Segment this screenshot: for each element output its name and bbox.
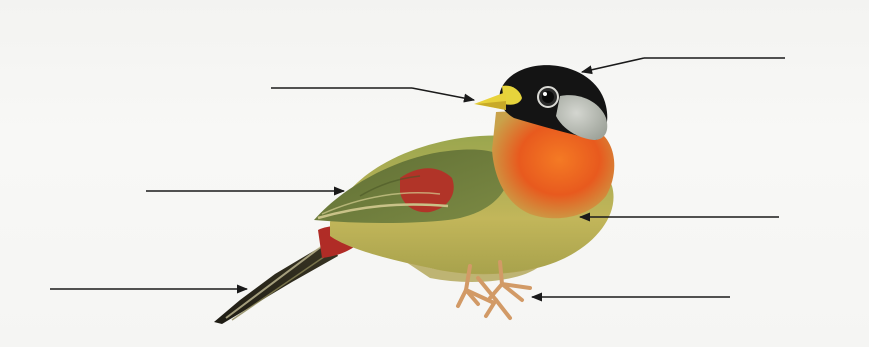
bird-beak (474, 92, 506, 110)
